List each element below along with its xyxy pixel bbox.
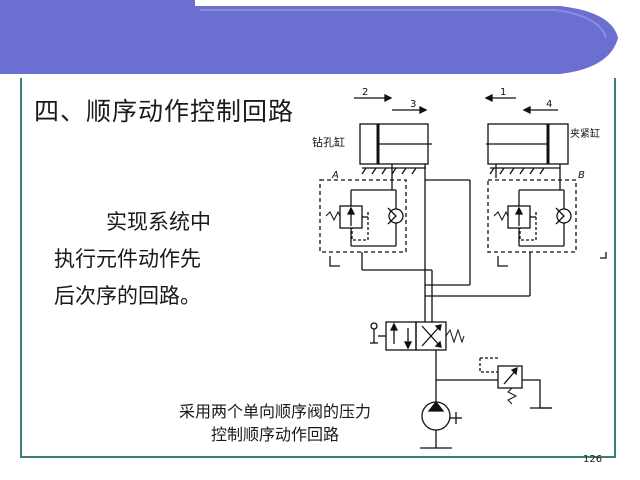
arrow-label-3: 3	[410, 99, 416, 110]
arrow-label-4: 4	[546, 99, 552, 110]
caption-line-2: 控制顺序动作回路	[210, 425, 339, 444]
valve-b-label: B	[578, 170, 585, 181]
drill-cylinder	[359, 123, 432, 175]
tank-symbols	[600, 252, 607, 259]
directional-control-valve	[370, 318, 465, 380]
sequence-valve-a	[319, 164, 407, 267]
motion-arrows	[354, 93, 558, 115]
diagram-caption: 采用两个单向顺序阀的压力 控制顺序动作回路	[130, 400, 420, 446]
banner-shape	[0, 0, 618, 74]
page-number: 126	[583, 454, 603, 465]
slide-title: 四、顺序动作控制回路	[34, 97, 295, 126]
caption-line-1: 采用两个单向顺序阀的压力	[178, 402, 371, 421]
valve-a-label: A	[331, 170, 339, 181]
clamp-cylinder	[486, 123, 569, 175]
sequence-valve-b	[487, 164, 577, 267]
arrow-label-2: 2	[362, 87, 368, 98]
body-text: 实现系统中 执行元件动作先 后次序的回路。	[54, 204, 254, 315]
arrow-label-1: 1	[500, 87, 506, 98]
relief-valve	[436, 357, 552, 409]
body-line-2: 执行元件动作先	[54, 247, 201, 271]
clamp-cylinder-label: 夹紧缸	[570, 127, 600, 140]
pipelines	[361, 164, 531, 318]
banner-highlight	[200, 9, 607, 39]
slide-frame	[20, 78, 616, 458]
body-line-1: 实现系统中	[106, 210, 211, 234]
hydraulic-pump	[420, 380, 462, 449]
body-line-3: 后次序的回路。	[54, 284, 201, 308]
drill-cylinder-label: 钻孔缸	[312, 135, 345, 149]
title-banner	[0, 0, 618, 74]
